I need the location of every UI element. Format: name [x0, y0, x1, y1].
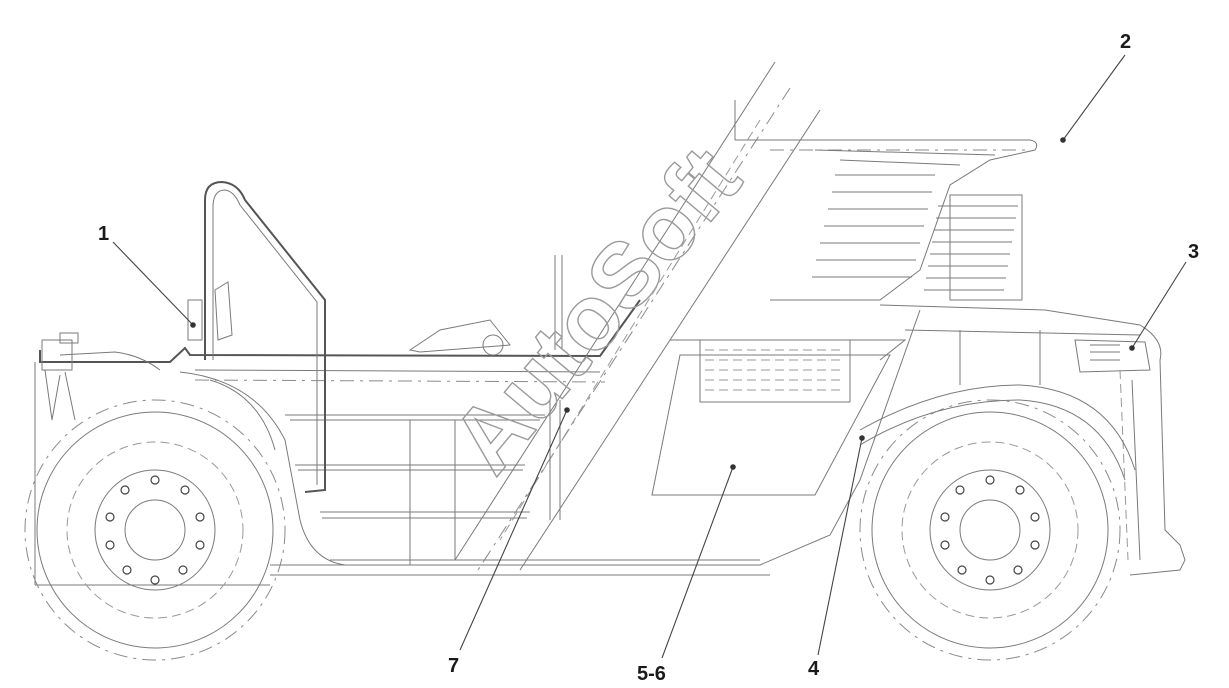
side-panel — [651, 339, 907, 496]
callout-3: 3 — [1129, 241, 1199, 351]
callout-1: 1 — [98, 223, 196, 328]
front-wheel — [24, 399, 286, 661]
callout-label-2: 2 — [1120, 31, 1131, 53]
engine-hood — [734, 100, 1038, 301]
callout-label-7: 7 — [448, 655, 459, 677]
callout-label-5-6: 5-6 — [637, 663, 666, 685]
chassis — [34, 255, 921, 586]
callout-5-6: 5-6 — [637, 464, 736, 685]
callout-label-3: 3 — [1188, 241, 1199, 263]
callout-label-4: 4 — [808, 658, 820, 680]
callout-4: 4 — [808, 435, 865, 680]
callout-7: 7 — [448, 407, 570, 677]
watermark-text: AutoSoft — [432, 129, 760, 492]
callout-label-1: 1 — [98, 223, 109, 245]
rear-body — [859, 304, 1186, 576]
vehicle-outline — [34, 61, 1186, 586]
callout-2: 2 — [1060, 31, 1131, 143]
rear-wheel — [859, 399, 1121, 661]
front-bumper — [41, 332, 79, 421]
